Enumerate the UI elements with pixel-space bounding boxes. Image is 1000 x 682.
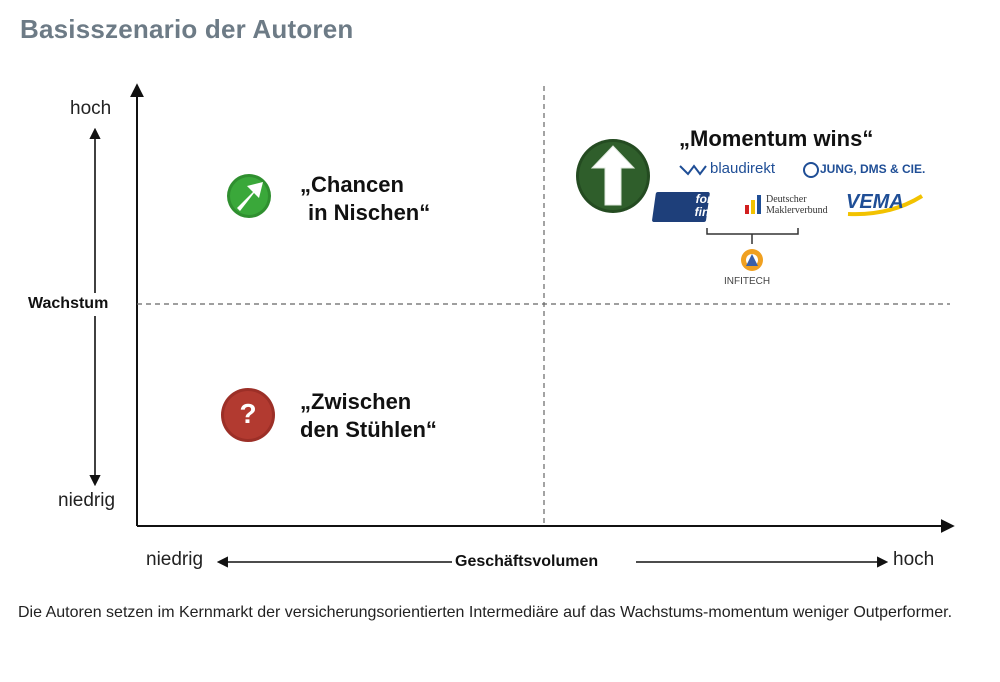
y-axis-high-label: hoch: [70, 98, 112, 119]
vema-swoosh-icon: [847, 194, 924, 217]
question-glyph: ?: [239, 398, 257, 429]
quadrant-top-right-label: „Momentum wins“: [679, 126, 874, 151]
logo-bracket: [706, 228, 799, 244]
maklerverbund-logo-mark-icon: [745, 195, 761, 214]
blaudirekt-logo: blaudirekt: [710, 160, 776, 177]
infitech-logo: INFITECH: [724, 276, 771, 287]
growth-arrow-icon: [227, 174, 271, 218]
jung-dms-logo: JUNG, DMS & CIE.: [820, 162, 926, 176]
page-title: Basisszenario der Autoren: [20, 14, 354, 44]
jung-logo-mark-icon: [803, 162, 819, 178]
infitech-logo-icon: [741, 249, 763, 271]
quadrant-top-left-label: „Chancen in Nischen“: [300, 172, 431, 225]
vema-logo: VEMA: [846, 191, 904, 213]
question-icon: [221, 388, 275, 442]
fonds-finanz-logo-box: [652, 192, 710, 222]
x-axis-high-label: hoch: [893, 549, 935, 570]
blaudirekt-logo-mark-icon: [679, 164, 707, 176]
y-axis-low-label: niedrig: [58, 490, 116, 511]
caption-text: Die Autoren setzen im Kernmarkt der vers…: [18, 604, 953, 621]
y-axis-label: Wachstum: [28, 295, 109, 312]
up-arrow-icon: [576, 139, 650, 213]
x-axis-low-label: niedrig: [146, 549, 204, 570]
quadrant-bottom-left-label: „Zwischen den Stühlen“: [300, 389, 437, 442]
fonds-finanz-logo: fonds finanz: [694, 192, 730, 219]
maklerverbund-logo: Deutscher Maklerverbund: [766, 194, 828, 216]
x-axis-label: Geschäftsvolumen: [455, 553, 599, 570]
